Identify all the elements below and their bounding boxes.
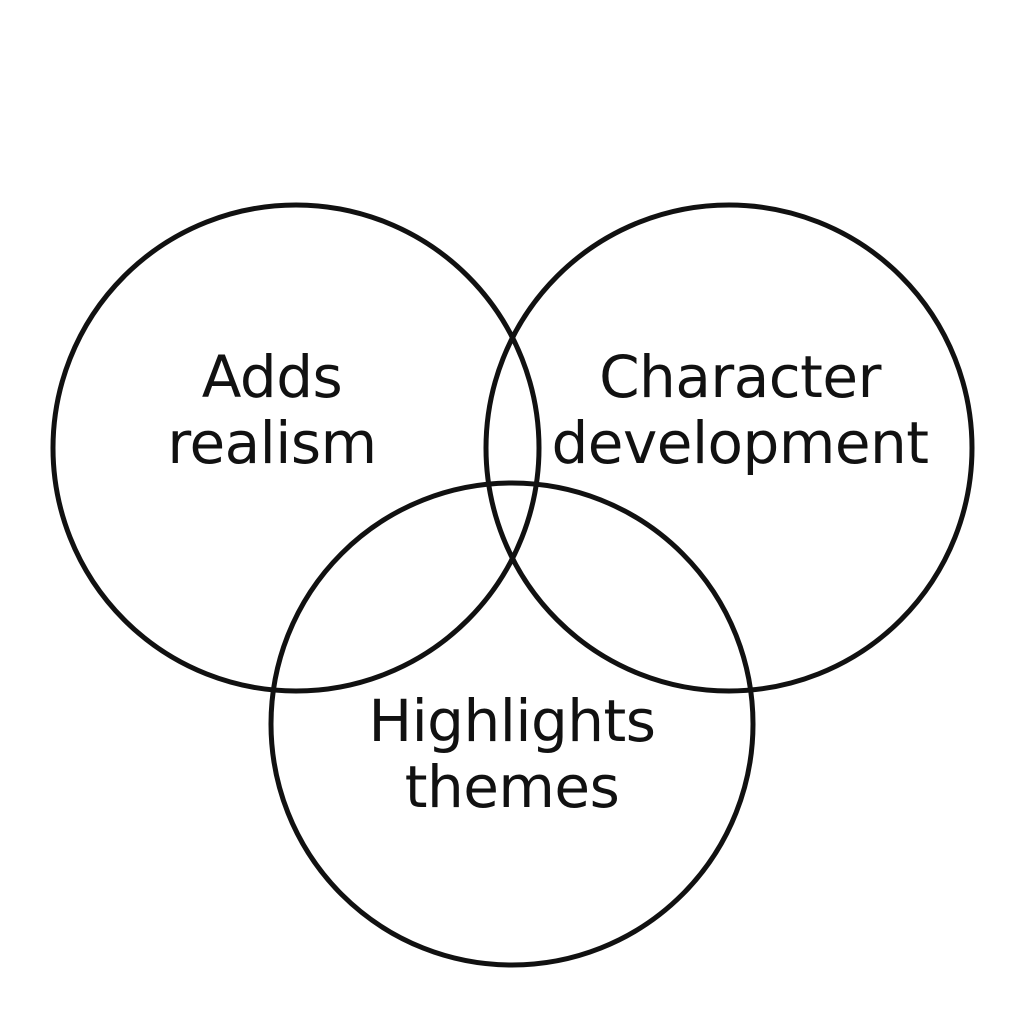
circle-highlights-themes <box>268 480 756 968</box>
label-adds-realism-line-1: Adds <box>201 343 343 411</box>
label-adds-realism-line-2: realism <box>167 409 377 477</box>
label-character-development: Character development <box>530 344 950 476</box>
label-character-development-line-2: development <box>551 409 929 477</box>
label-highlights-themes: Highlights themes <box>312 688 712 820</box>
label-adds-realism: Adds realism <box>92 344 452 476</box>
label-highlights-themes-line-1: Highlights <box>368 687 656 755</box>
circle-character-development <box>483 202 975 694</box>
circle-adds-realism <box>50 202 542 694</box>
label-highlights-themes-line-2: themes <box>404 753 620 821</box>
label-character-development-line-1: Character <box>599 343 881 411</box>
